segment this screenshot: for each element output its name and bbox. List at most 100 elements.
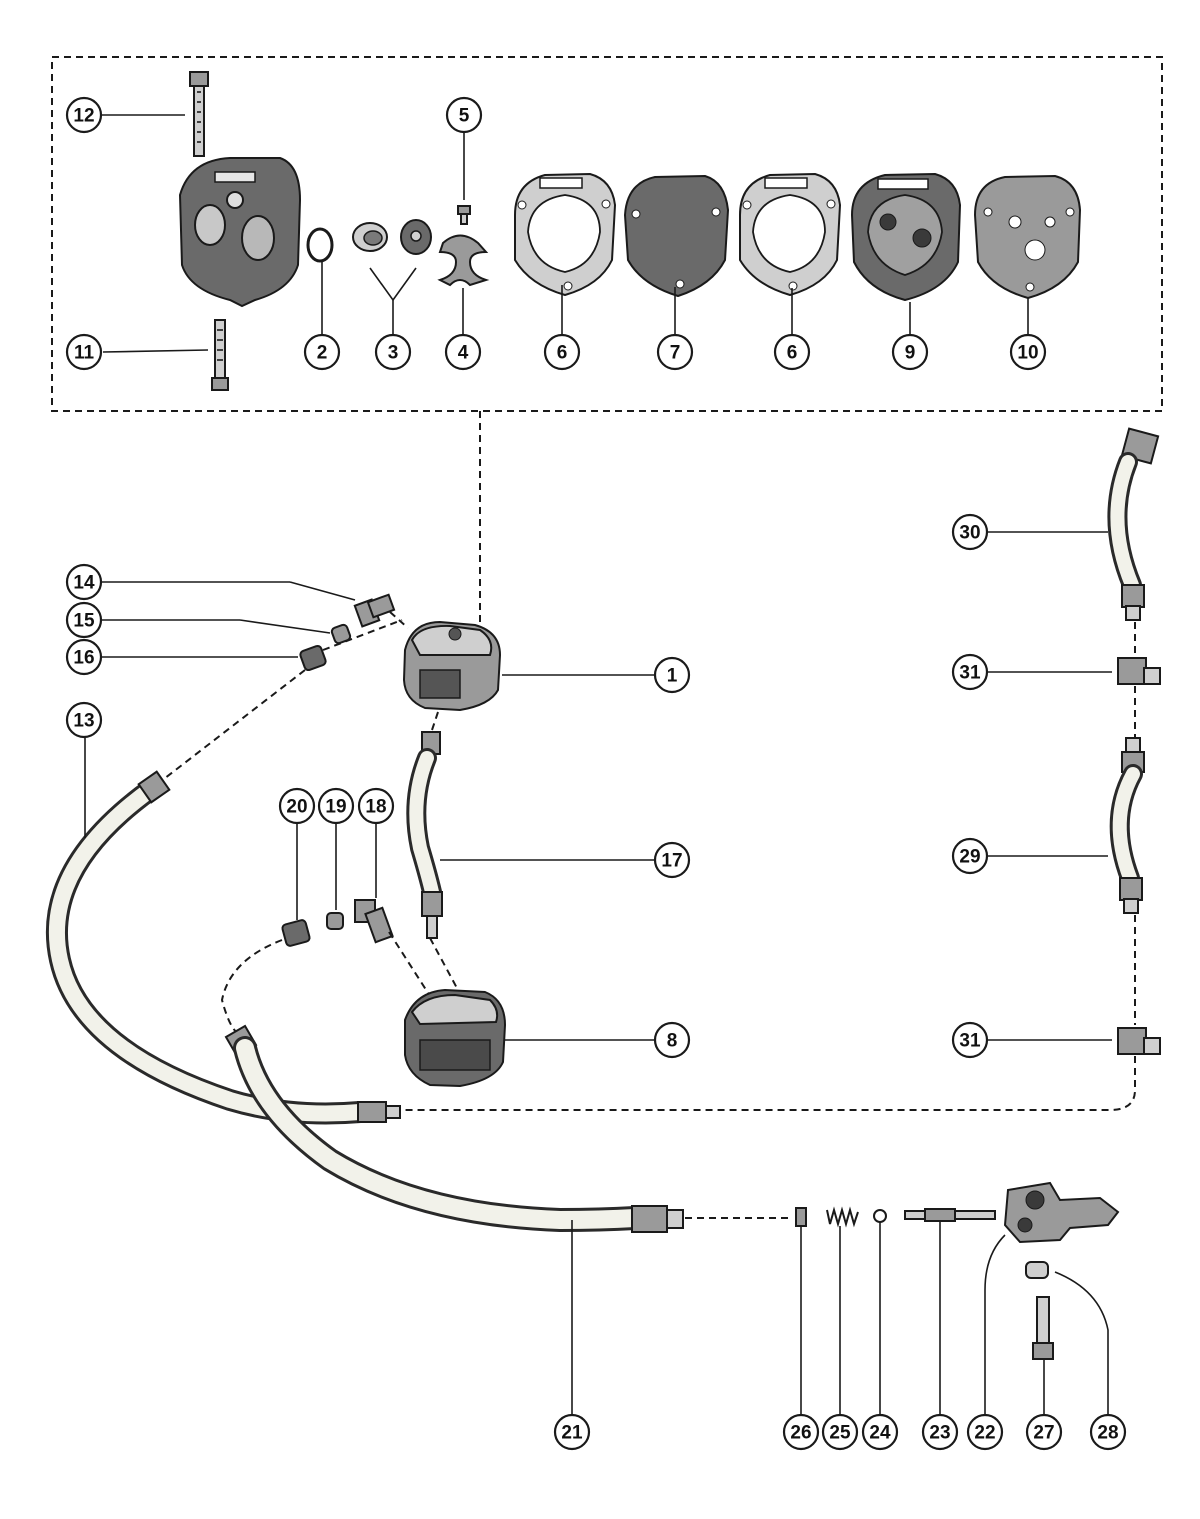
callout-2: 2 (303, 333, 341, 371)
pump-cover (178, 157, 302, 308)
callout-21: 21 (553, 1413, 591, 1451)
callout-23-label: 23 (929, 1423, 950, 1444)
screw-12 (189, 71, 209, 157)
elbow-fitting-31-lower (1117, 1027, 1161, 1055)
callout-27: 27 (1025, 1413, 1063, 1451)
callout-19: 19 (317, 787, 355, 825)
callout-28-label: 28 (1097, 1423, 1118, 1444)
callout-15-label: 15 (73, 611, 95, 632)
diaphragm-7 (623, 174, 730, 298)
callout-10: 10 (1009, 333, 1047, 371)
callout-18-label: 18 (365, 797, 386, 818)
fuel-hose-21 (224, 1024, 684, 1233)
callout-28: 28 (1089, 1413, 1127, 1451)
callout-14-label: 14 (73, 573, 95, 594)
leader-22 (984, 1234, 1006, 1415)
leader-11 (102, 349, 209, 353)
callout-31-upper: 31 (951, 653, 989, 691)
callout-23: 23 (921, 1413, 959, 1451)
pin-23 (904, 1208, 996, 1222)
callout-29: 29 (951, 837, 989, 875)
gasket-6-second (739, 172, 842, 297)
callout-18: 18 (357, 787, 395, 825)
callout-10-label: 10 (1017, 343, 1038, 364)
callout-9-label: 9 (905, 343, 916, 364)
callout-1-label: 1 (667, 666, 678, 687)
gasket-6-first (514, 172, 617, 297)
callout-25-label: 25 (829, 1423, 851, 1444)
callout-11-label: 11 (74, 343, 95, 364)
seat-26 (795, 1207, 807, 1227)
callout-13-label: 13 (73, 711, 94, 732)
hose-29 (1109, 737, 1145, 914)
callout-30-label: 30 (959, 523, 980, 544)
callout-25: 25 (821, 1413, 859, 1451)
callout-20-label: 20 (286, 797, 307, 818)
callout-24-label: 24 (869, 1423, 891, 1444)
callout-6-first-label: 6 (557, 343, 568, 364)
callout-27-label: 27 (1033, 1423, 1054, 1444)
elbow-fitting-18 (354, 899, 394, 944)
callout-19-label: 19 (325, 797, 346, 818)
fuel-pump-8 (404, 988, 507, 1088)
callout-26: 26 (782, 1413, 820, 1451)
fuel-pump-1 (402, 620, 502, 712)
elbow-fitting-14 (353, 593, 396, 628)
nut-16 (299, 644, 327, 672)
callout-22-label: 22 (974, 1423, 995, 1444)
callout-12-label: 12 (73, 106, 94, 127)
sleeve-15 (330, 623, 352, 645)
callout-17-label: 17 (661, 851, 682, 872)
callout-31-lower: 31 (951, 1021, 989, 1059)
callout-8-label: 8 (667, 1031, 678, 1052)
repair-kit-enclosure (51, 56, 1163, 412)
callout-5-label: 5 (459, 106, 470, 127)
nut-28 (1025, 1261, 1049, 1279)
callout-16: 16 (65, 638, 103, 676)
callout-22: 22 (966, 1413, 1004, 1451)
callout-15: 15 (65, 601, 103, 639)
callout-14: 14 (65, 563, 103, 601)
callout-6-first: 6 (543, 333, 581, 371)
callout-31-lower-label: 31 (959, 1031, 981, 1052)
callout-7-label: 7 (670, 343, 681, 364)
sleeve-19 (326, 912, 344, 930)
callout-9: 9 (891, 333, 929, 371)
callout-13: 13 (65, 701, 103, 739)
leader-3 (369, 267, 417, 302)
callout-6-second-label: 6 (787, 343, 798, 364)
gasket-10 (973, 174, 1082, 300)
callout-5: 5 (445, 96, 483, 134)
hose-30 (1107, 427, 1160, 621)
callout-3: 3 (374, 333, 412, 371)
leader-28 (1054, 1271, 1109, 1415)
screw-5 (457, 205, 471, 225)
fuel-hose-13 (45, 770, 401, 1125)
callout-17: 17 (653, 841, 691, 879)
callout-7: 7 (656, 333, 694, 371)
pump-body-9 (850, 172, 962, 302)
callout-11: 11 (65, 333, 103, 371)
o-ring-2 (306, 227, 334, 263)
callout-24: 24 (861, 1413, 899, 1451)
callout-20: 20 (278, 787, 316, 825)
spring-25 (826, 1206, 859, 1228)
callout-1: 1 (653, 656, 691, 694)
callout-21-label: 21 (561, 1423, 583, 1444)
fitting-body-22 (1003, 1181, 1120, 1244)
callout-31-upper-label: 31 (959, 663, 981, 684)
ball-24 (873, 1209, 887, 1223)
callout-12: 12 (65, 96, 103, 134)
nut-20 (281, 919, 311, 947)
callout-6-second: 6 (773, 333, 811, 371)
return-dashed-line (405, 1056, 1136, 1111)
screw-11 (211, 319, 229, 391)
callout-8: 8 (653, 1021, 691, 1059)
callout-2-label: 2 (317, 343, 328, 364)
elbow-fitting-31-upper (1117, 657, 1161, 685)
retainer-4 (437, 234, 490, 287)
callout-29-label: 29 (959, 847, 980, 868)
callout-16-label: 16 (73, 648, 94, 669)
callout-26-label: 26 (790, 1423, 811, 1444)
